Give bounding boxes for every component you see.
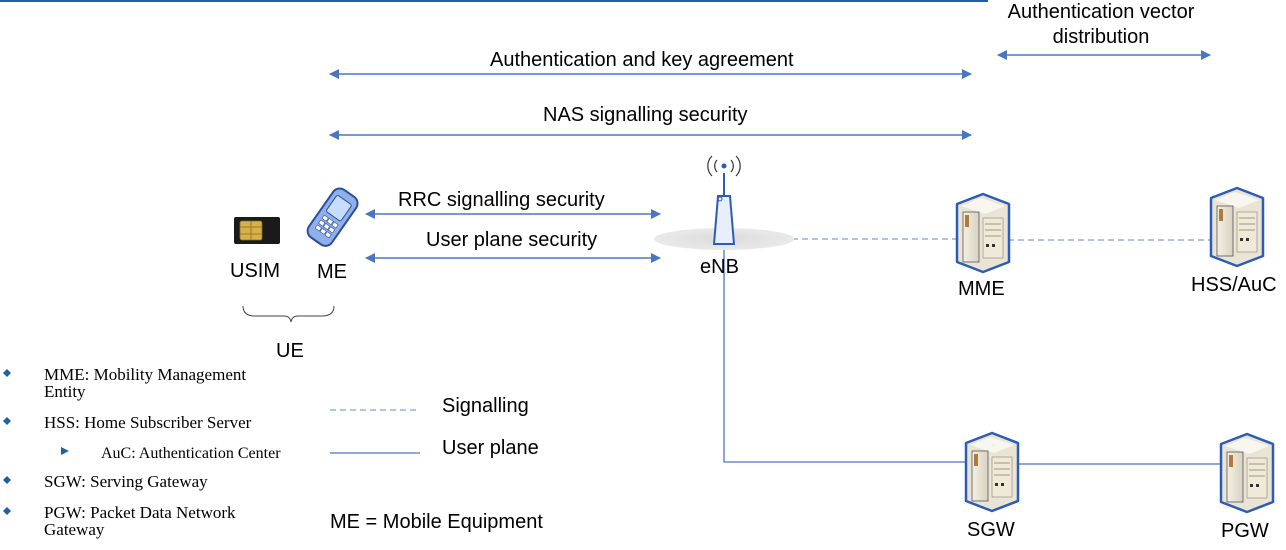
glossary-pgw-line2: Gateway xyxy=(44,520,105,539)
enb-sgw-userplane-line xyxy=(723,248,966,463)
ue-brace xyxy=(242,305,335,323)
bullet-diamond-icon xyxy=(3,417,11,425)
legend-signalling-label: Signalling xyxy=(442,395,529,417)
hss-label: HSS/AuC xyxy=(1191,274,1277,296)
usim-chip-icon xyxy=(234,217,280,244)
auth-vector-label-line1: Authentication vector xyxy=(1007,1,1195,23)
glossary-mme: MME: Mobility Management Entity xyxy=(44,366,246,400)
nas-label: NAS signalling security xyxy=(543,104,748,126)
mme-label: MME xyxy=(958,278,1005,300)
glossary-hss: HSS: Home Subscriber Server xyxy=(44,413,252,432)
legend-userplane-label: User plane xyxy=(442,437,539,459)
user-plane-security-label: User plane security xyxy=(426,229,598,251)
sgw-server-icon xyxy=(964,431,1020,513)
glossary-sgw: SGW: Serving Gateway xyxy=(44,472,208,491)
rrc-label: RRC signalling security xyxy=(398,189,605,211)
aka-label: Authentication and key agreement xyxy=(490,49,794,71)
glossary-mme-line1: MME: Mobility Management xyxy=(44,365,247,384)
mme-server-icon xyxy=(955,192,1011,274)
me-label: ME xyxy=(317,261,347,283)
auth-vector-label: Authentication vector distribution xyxy=(986,0,1216,50)
enb-antenna-icon xyxy=(654,155,794,250)
pgw-server-icon xyxy=(1219,432,1275,514)
bullet-arrow-icon xyxy=(61,447,69,455)
bullet-diamond-icon xyxy=(3,507,11,515)
usim-label: USIM xyxy=(230,260,280,282)
glossary-mme-line2: Entity xyxy=(44,382,86,401)
pgw-label: PGW xyxy=(1221,520,1269,542)
mobile-phone-icon xyxy=(306,187,359,247)
sgw-label: SGW xyxy=(967,519,1015,541)
me-note: ME = Mobile Equipment xyxy=(330,511,543,533)
glossary-pgw-line1: PGW: Packet Data Network xyxy=(44,503,236,522)
auth-vector-label-line2: distribution xyxy=(1052,26,1150,48)
hss-server-icon xyxy=(1209,186,1265,268)
enb-label: eNB xyxy=(700,256,739,278)
bullet-diamond-icon xyxy=(3,476,11,484)
bullet-diamond-icon xyxy=(3,369,11,377)
glossary-auc: AuC: Authentication Center xyxy=(101,445,281,462)
ue-label: UE xyxy=(276,340,304,362)
glossary-pgw: PGW: Packet Data Network Gateway xyxy=(44,504,236,538)
glossary-bullets xyxy=(3,369,69,515)
